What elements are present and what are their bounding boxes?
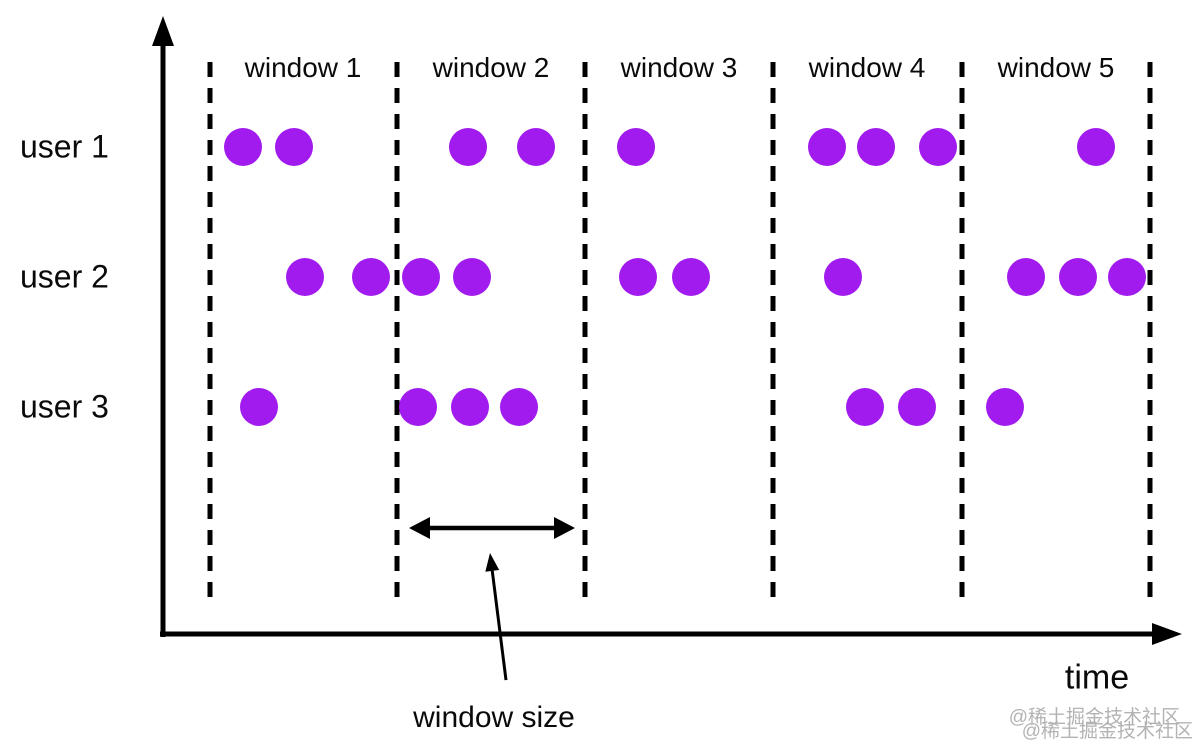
watermark-line-1: @稀土掘金技术社区 — [1008, 707, 1180, 728]
event-dot-user1 — [857, 128, 895, 166]
y-axis-arrowhead — [152, 16, 174, 46]
event-dot-user3 — [986, 388, 1024, 426]
event-dot-user3 — [399, 388, 437, 426]
event-dot-user2 — [619, 258, 657, 296]
time-axis-label: time — [1064, 658, 1130, 697]
event-dot-user1 — [517, 128, 555, 166]
event-dot-user2 — [824, 258, 862, 296]
event-dot-user2 — [402, 258, 440, 296]
event-dot-user3 — [240, 388, 278, 426]
event-dot-user2 — [1108, 258, 1146, 296]
window-size-arrow-left-head — [409, 517, 430, 539]
event-dot-user2 — [672, 258, 710, 296]
window-label-5: window 5 — [997, 52, 1115, 83]
event-dot-user2 — [1059, 258, 1097, 296]
window-size-label: window size — [413, 701, 575, 734]
event-dot-user2 — [352, 258, 390, 296]
event-dot-user2 — [1007, 258, 1045, 296]
window-size-arrow-right-head — [554, 517, 575, 539]
window-label-4: window 4 — [808, 52, 926, 83]
event-dot-user3 — [451, 388, 489, 426]
event-dot-user1 — [275, 128, 313, 166]
event-dot-user3 — [846, 388, 884, 426]
event-dot-user1 — [617, 128, 655, 166]
event-dot-user1 — [919, 128, 957, 166]
window-label-2: window 2 — [432, 52, 550, 83]
watermark-line-2: @稀土掘金技术社区 — [1021, 721, 1193, 742]
event-dot-user3 — [898, 388, 936, 426]
event-dot-user2 — [286, 258, 324, 296]
window-label-3: window 3 — [620, 52, 738, 83]
event-dot-user1 — [808, 128, 846, 166]
event-dot-user1 — [1077, 128, 1115, 166]
window-label-1: window 1 — [244, 52, 362, 83]
window-size-pointer-arrowhead — [485, 553, 500, 572]
x-axis-arrowhead — [1152, 623, 1182, 645]
event-dot-user2 — [453, 258, 491, 296]
event-dot-user1 — [224, 128, 262, 166]
event-dot-user3 — [500, 388, 538, 426]
user-label-3: user 3 — [20, 388, 109, 425]
user-label-2: user 2 — [20, 258, 109, 295]
user-label-1: user 1 — [20, 128, 109, 165]
window-size-pointer-line — [490, 570, 508, 681]
event-dot-user1 — [449, 128, 487, 166]
